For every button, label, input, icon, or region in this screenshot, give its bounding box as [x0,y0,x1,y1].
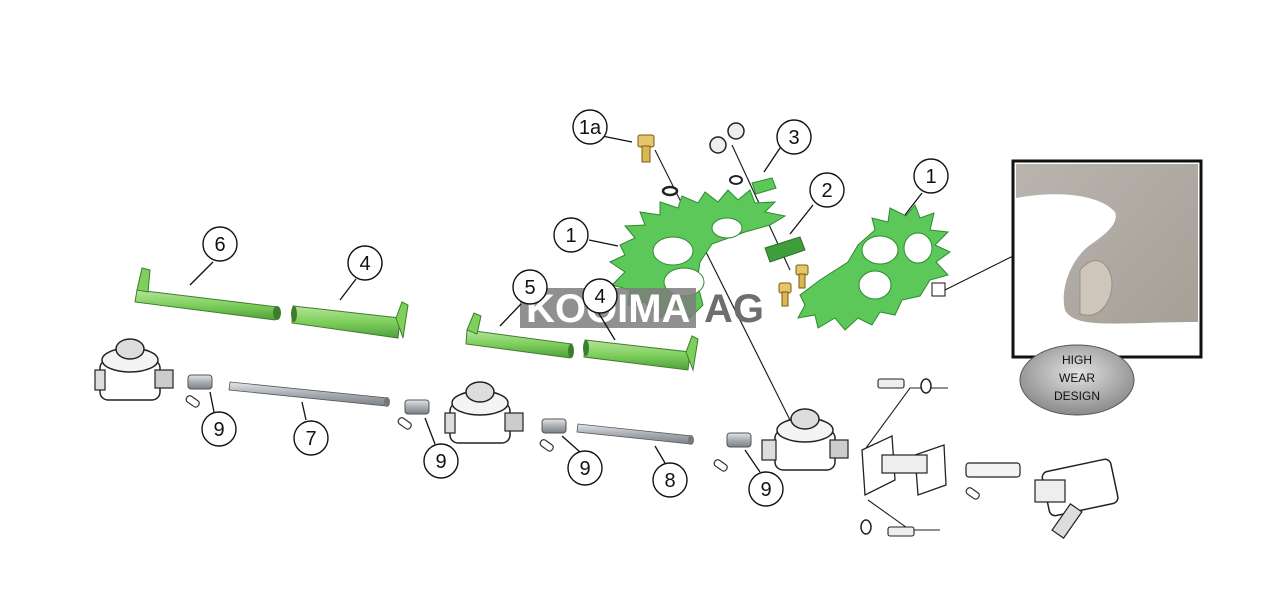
gearbox-middle [444,381,524,444]
nut [709,122,745,154]
mount-bracket [861,435,947,497]
coupler [187,374,752,448]
assembly-line [654,149,796,431]
tube-4-left [291,301,409,339]
callout-2: 2 [809,172,845,208]
callout-1-left: 1 [553,217,589,253]
badge-line-1: HIGH [1062,353,1092,367]
watermark: KOOIMA AG [520,287,764,331]
callout-label: 1 [565,225,576,247]
callout-3: 3 [776,119,812,155]
blade-right [797,204,951,331]
callout-label: 3 [788,127,799,149]
plate-3 [751,177,777,195]
callout-label: 1 [925,166,936,188]
high-wear-badge: HIGH WEAR DESIGN [1019,344,1135,416]
watermark-right: AG [704,287,764,331]
callout-7: 7 [293,420,329,456]
key-pin [185,395,980,500]
callout-label: 1a [579,117,602,139]
tube-6 [134,267,281,321]
callout-label: 9 [213,419,224,441]
gearbox-left [94,338,174,401]
callout-label: 9 [579,458,590,480]
callout-1a: 1a [572,109,608,145]
leader-lines [189,135,923,473]
assembly-line [867,499,940,531]
badge-line-2: WEAR [1059,371,1095,385]
badge-line-3: DESIGN [1054,389,1100,403]
callout-5: 5 [512,269,548,305]
tube-4-right [583,335,699,372]
callout-9-b: 9 [423,443,459,479]
callout-label: 6 [214,234,225,256]
drive-shaft [965,462,1021,478]
callout-label: 4 [594,286,605,308]
callout-1-right: 1 [913,158,949,194]
washer [661,185,679,197]
callout-9-d: 9 [748,471,784,507]
callout-label: 7 [305,428,316,450]
shaft-7 [228,381,390,407]
callout-4-right: 4 [582,278,618,314]
callout-label: 8 [664,470,675,492]
input-gearbox [1034,458,1119,539]
bolt-1a [637,134,655,163]
tube-5 [465,312,574,359]
callout-4-left: 4 [347,245,383,281]
assembly-line [865,387,948,449]
washer [729,175,743,185]
zoom-inset [1011,159,1203,359]
shaft-8 [576,423,694,445]
bolt [860,378,932,537]
callout-label: 4 [359,253,370,275]
callout-label: 9 [435,451,446,473]
callout-9-a: 9 [201,411,237,447]
callout-6: 6 [202,226,238,262]
inset-leader [944,254,1016,291]
gearbox-right [761,408,849,471]
bolt [778,264,809,307]
callout-9-c: 9 [567,450,603,486]
clip-2 [764,236,806,263]
callout-8: 8 [652,462,688,498]
callout-label: 5 [524,277,535,299]
callout-label: 9 [760,479,771,501]
callout-label: 2 [821,180,832,202]
